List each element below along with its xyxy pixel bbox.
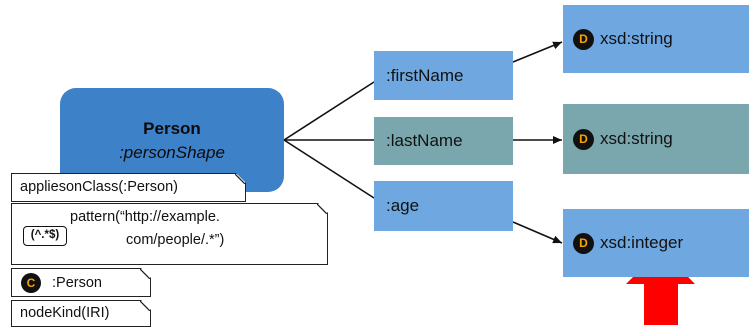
applies-on-class-text: appliesonClass(:Person) [20, 179, 178, 195]
property-age[interactable]: :age [374, 181, 513, 231]
fold-corner [235, 174, 245, 184]
datatype-label: xsd:string [600, 29, 673, 48]
shape-subtitle: :personShape [119, 143, 225, 162]
datatype-string-firstname[interactable]: D xsd:string [563, 5, 749, 73]
datatype-badge-icon: D [573, 128, 594, 150]
property-label: :lastName [386, 131, 463, 150]
node-kind-constraint[interactable]: nodeKind(IRI) [11, 300, 151, 327]
arrow-firstname-string [512, 41, 563, 63]
class-badge-icon: C [21, 273, 41, 293]
class-constraint[interactable]: C :Person [11, 268, 151, 297]
property-label: :age [386, 196, 420, 215]
pattern-line-2: com/people/.*”) [126, 232, 225, 248]
edge-shape-firstname [283, 81, 375, 141]
fold-corner [317, 204, 327, 214]
property-firstname[interactable]: :firstName [374, 51, 513, 100]
datatype-integer-age[interactable]: D xsd:integer [563, 209, 749, 277]
edge-shape-age [283, 139, 375, 199]
datatype-string-lastname[interactable]: D xsd:string [563, 104, 749, 174]
pattern-constraint[interactable]: (^.*$) pattern(“http://example. com/peop… [11, 203, 328, 265]
datatype-label: xsd:integer [600, 233, 684, 252]
fold-corner [140, 269, 150, 279]
pattern-line-1: pattern(“http://example. [70, 209, 220, 225]
class-value: :Person [52, 275, 102, 291]
datatype-badge-icon: D [573, 232, 594, 254]
regex-icon: (^.*$) [23, 226, 67, 246]
property-label: :firstName [386, 65, 464, 85]
node-kind-text: nodeKind(IRI) [20, 305, 110, 321]
shape-title: Person [143, 119, 201, 138]
datatype-label: xsd:string [600, 129, 673, 148]
fold-corner [140, 301, 150, 311]
property-lastname[interactable]: :lastName [374, 117, 513, 165]
arrow-age-integer [512, 221, 563, 244]
applies-on-class-constraint[interactable]: appliesonClass(:Person) [11, 173, 246, 202]
datatype-badge-icon: D [573, 28, 594, 50]
